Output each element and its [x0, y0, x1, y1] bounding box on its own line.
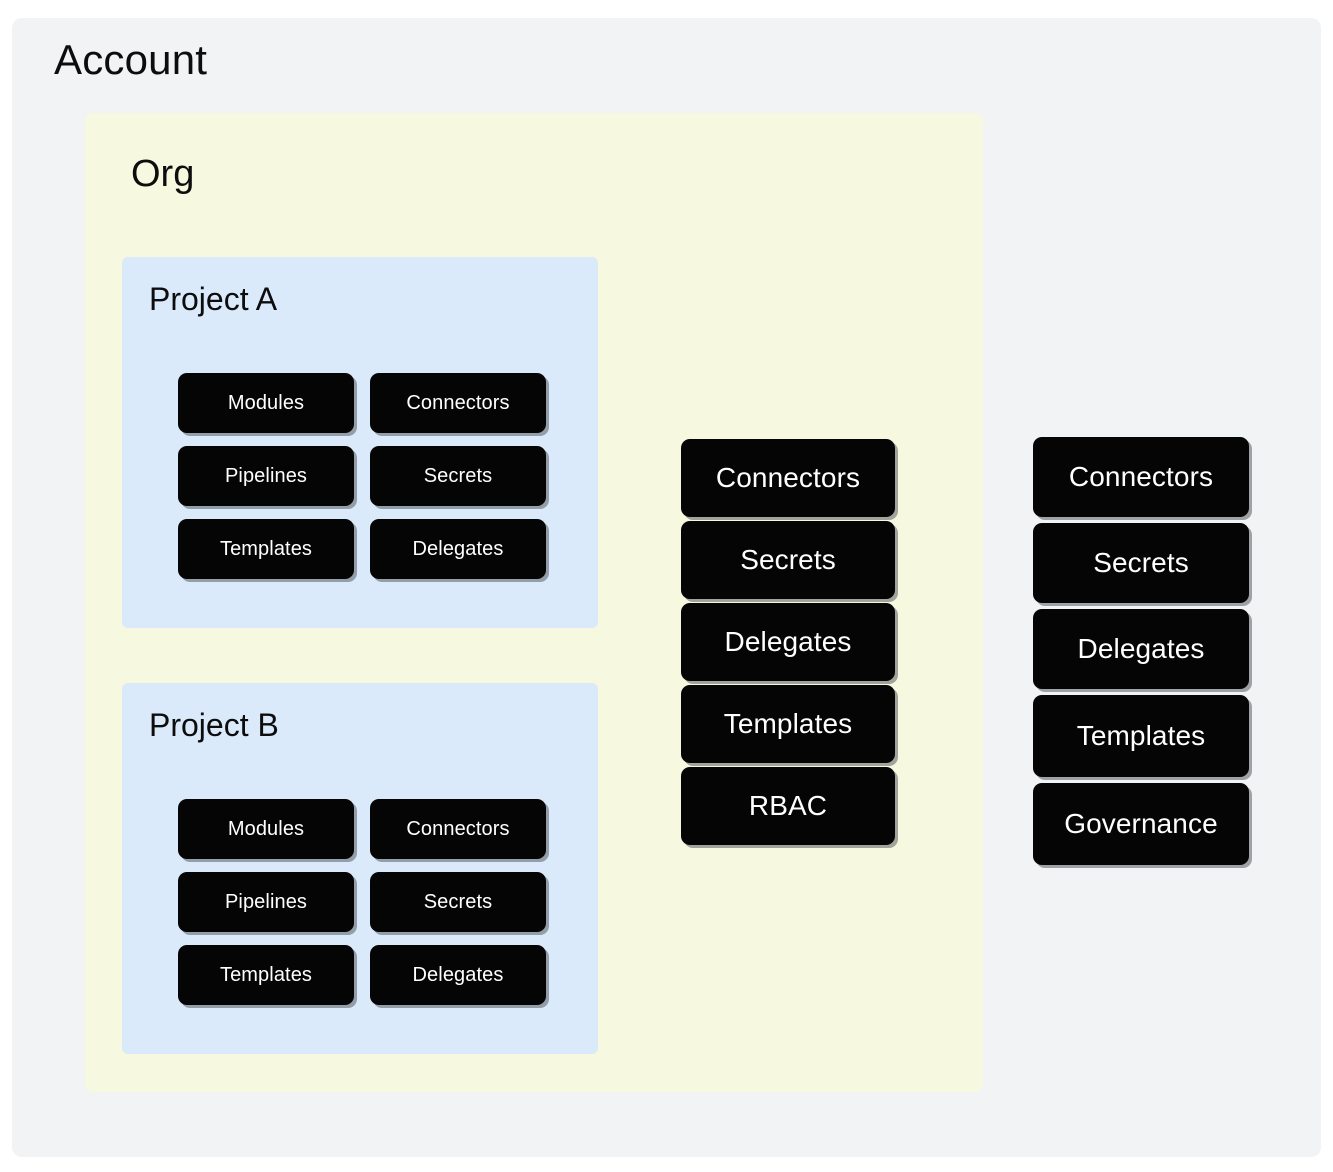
project-b-resource-grid: Modules Connectors Pipelines Secrets Tem…	[178, 799, 546, 1005]
project-a-resource-templates[interactable]: Templates	[178, 519, 354, 579]
project-b-resource-templates[interactable]: Templates	[178, 945, 354, 1005]
project-b-resource-modules[interactable]: Modules	[178, 799, 354, 859]
project-a-container: Project A Modules Connectors Pipelines S…	[122, 257, 598, 628]
project-a-resource-connectors[interactable]: Connectors	[370, 373, 546, 433]
project-a-resource-secrets[interactable]: Secrets	[370, 446, 546, 506]
project-b-container: Project B Modules Connectors Pipelines S…	[122, 683, 598, 1054]
org-resource-templates[interactable]: Templates	[681, 685, 895, 763]
project-a-resource-grid: Modules Connectors Pipelines Secrets Tem…	[178, 373, 546, 579]
account-title: Account	[54, 36, 208, 83]
account-resource-connectors[interactable]: Connectors	[1033, 437, 1249, 517]
project-b-resource-connectors[interactable]: Connectors	[370, 799, 546, 859]
account-resource-delegates[interactable]: Delegates	[1033, 609, 1249, 689]
project-a-resource-pipelines[interactable]: Pipelines	[178, 446, 354, 506]
org-resource-secrets[interactable]: Secrets	[681, 521, 895, 599]
project-b-title: Project B	[149, 707, 279, 743]
org-scope-resource-list: Connectors Secrets Delegates Templates R…	[681, 439, 895, 845]
project-b-resource-delegates[interactable]: Delegates	[370, 945, 546, 1005]
org-resource-rbac[interactable]: RBAC	[681, 767, 895, 845]
org-resource-delegates[interactable]: Delegates	[681, 603, 895, 681]
account-scope-resource-list: Connectors Secrets Delegates Templates G…	[1033, 437, 1249, 865]
project-b-resource-pipelines[interactable]: Pipelines	[178, 872, 354, 932]
project-b-resource-secrets[interactable]: Secrets	[370, 872, 546, 932]
account-resource-governance[interactable]: Governance	[1033, 783, 1249, 865]
project-a-resource-delegates[interactable]: Delegates	[370, 519, 546, 579]
org-title: Org	[131, 153, 195, 195]
project-a-resource-modules[interactable]: Modules	[178, 373, 354, 433]
org-resource-connectors[interactable]: Connectors	[681, 439, 895, 517]
account-resource-secrets[interactable]: Secrets	[1033, 523, 1249, 603]
project-a-title: Project A	[149, 281, 278, 317]
account-resource-templates[interactable]: Templates	[1033, 695, 1249, 777]
